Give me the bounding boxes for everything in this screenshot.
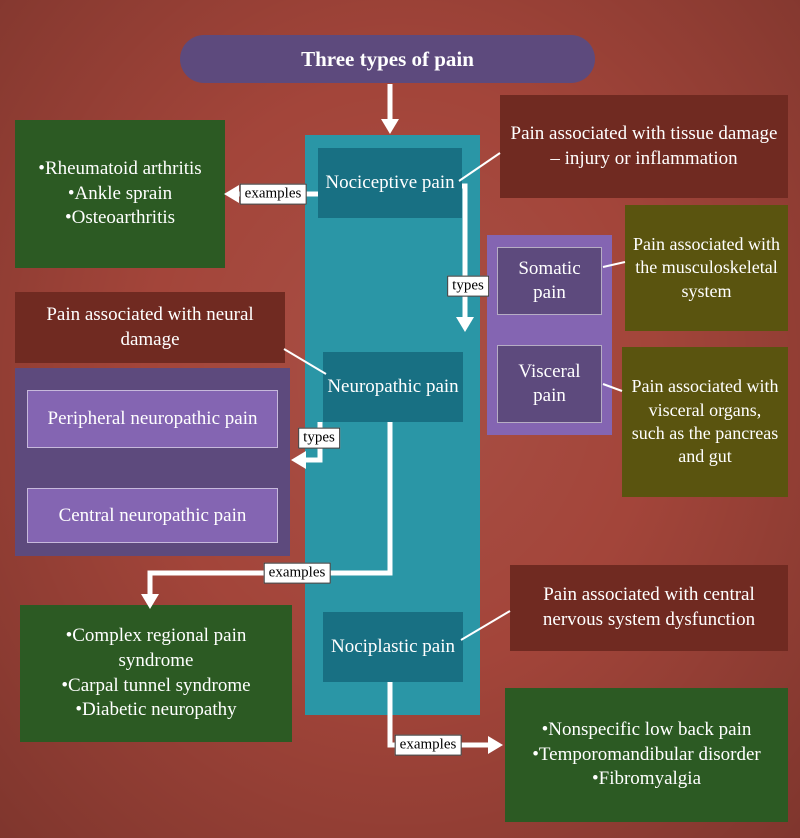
nociceptive-examples-list: Rheumatoid arthritis Ankle sprain Osteoa… xyxy=(23,157,217,231)
musculoskeletal-note: Pain associated with the musculoskeletal… xyxy=(625,205,788,331)
nociceptive-types-group: Somatic pain Visceral pain xyxy=(487,235,612,435)
neuropathic-examples-list: Complex regional pain syndrome Carpal tu… xyxy=(28,624,284,723)
example-item: Ankle sprain xyxy=(23,182,217,207)
neuropathic-types-group: Peripheral neuropathic pain Central neur… xyxy=(15,368,290,556)
peripheral-neuropathic-node: Peripheral neuropathic pain xyxy=(27,390,278,448)
nociceptive-examples-box: Rheumatoid arthritis Ankle sprain Osteoa… xyxy=(15,120,225,268)
example-item: Osteoarthritis xyxy=(23,206,217,231)
arrowhead-right-icon xyxy=(488,736,503,754)
neuropathic-pain-node: Neuropathic pain xyxy=(323,352,463,422)
example-item: Diabetic neuropathy xyxy=(28,698,284,723)
example-item: Fibromyalgia xyxy=(513,767,780,792)
types-label: types xyxy=(298,427,340,449)
example-item: Complex regional pain syndrome xyxy=(28,624,284,673)
neuropathic-examples-box: Complex regional pain syndrome Carpal tu… xyxy=(20,605,292,742)
visceral-pain-node: Visceral pain xyxy=(497,345,602,423)
arrowhead-left-icon xyxy=(224,185,239,203)
examples-label: examples xyxy=(394,734,462,756)
example-item: Rheumatoid arthritis xyxy=(23,157,217,182)
arrowhead-left-icon xyxy=(291,451,306,469)
neural-damage-note: Pain associated with neural damage xyxy=(15,292,285,363)
example-item: Nonspecific low back pain xyxy=(513,718,780,743)
somatic-pain-node: Somatic pain xyxy=(497,247,602,315)
nociplastic-examples-box: Nonspecific low back pain Temporomandibu… xyxy=(505,688,788,822)
central-neuropathic-node: Central neuropathic pain xyxy=(27,488,278,543)
diagram-title: Three types of pain xyxy=(180,35,595,83)
example-item: Carpal tunnel syndrome xyxy=(28,674,284,699)
example-item: Temporomandibular disorder xyxy=(513,743,780,768)
arrowhead-down-icon xyxy=(381,119,399,134)
examples-label: examples xyxy=(263,562,331,584)
tissue-damage-note: Pain associated with tissue damage – inj… xyxy=(500,95,788,198)
cns-dysfunction-note: Pain associated with central nervous sys… xyxy=(510,565,788,651)
visceral-organs-note: Pain associated with visceral organs, su… xyxy=(622,347,788,497)
examples-label: examples xyxy=(239,183,307,205)
nociceptive-pain-node: Nociceptive pain xyxy=(318,148,462,218)
nociplastic-pain-node: Nociplastic pain xyxy=(323,612,463,682)
nociplastic-examples-list: Nonspecific low back pain Temporomandibu… xyxy=(513,718,780,792)
types-label: types xyxy=(447,275,489,297)
